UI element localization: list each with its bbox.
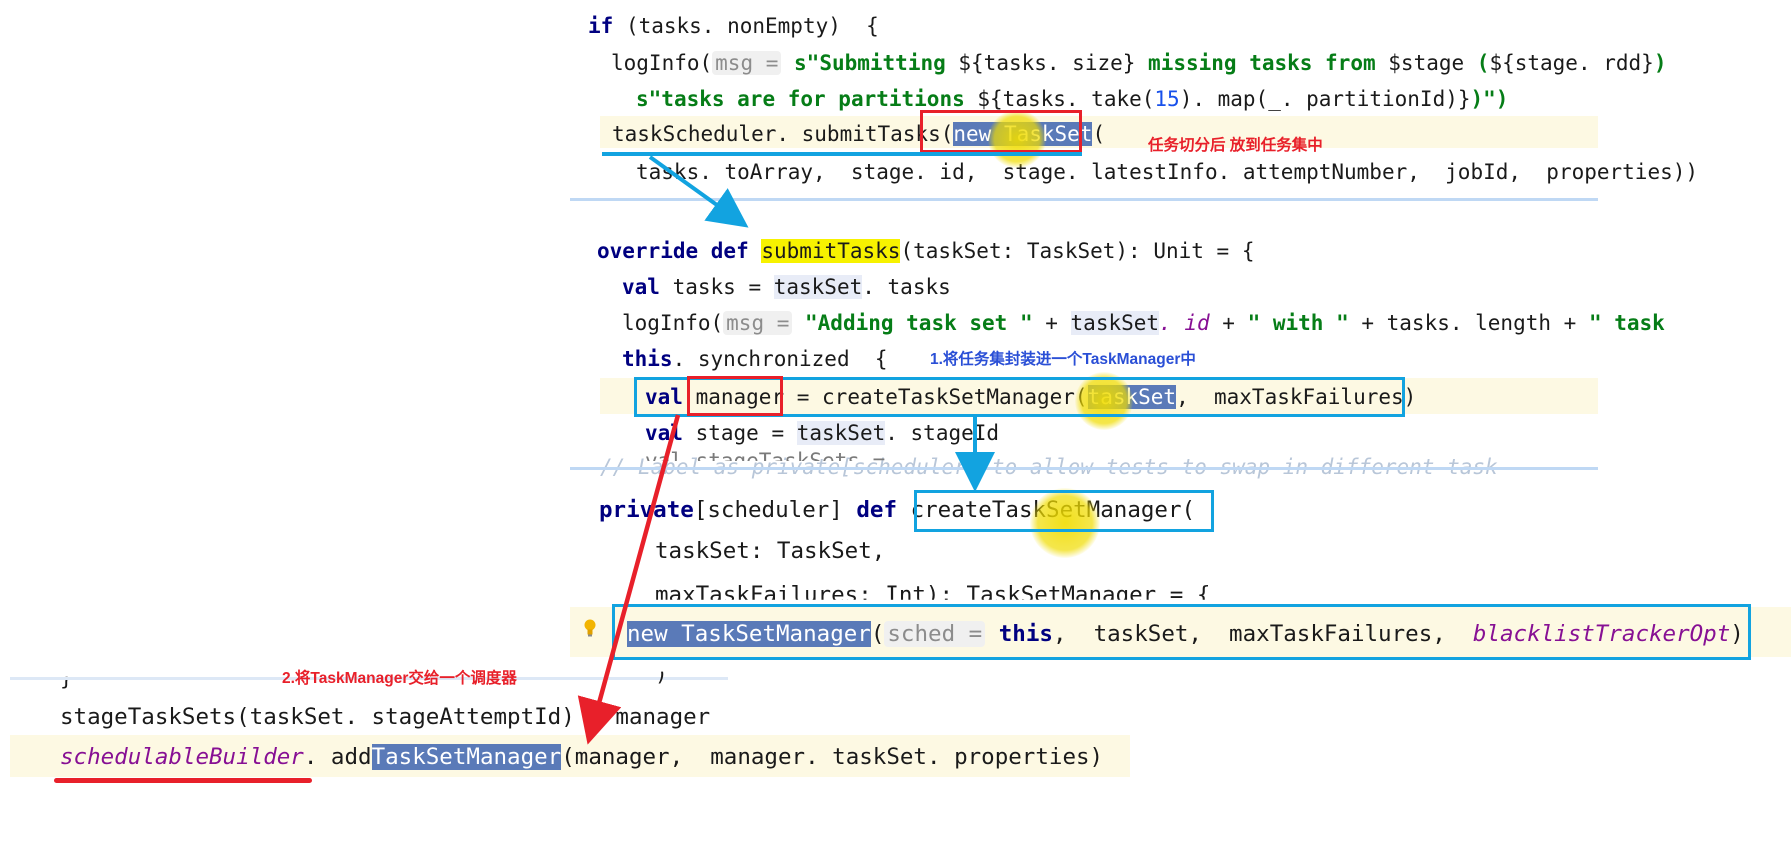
code-line-task-args: tasks. toArray, stage. id, stage. latest… — [636, 160, 1699, 184]
snippet-separator — [10, 677, 728, 680]
annotation-box-new-taskset — [920, 110, 1082, 153]
cursor-highlight — [988, 110, 1046, 168]
code-line-if: if (tasks. nonEmpty) { — [588, 14, 879, 38]
annotation-box-new-tasksetmanager — [612, 604, 1751, 660]
code-line-add-tasksetmanager: schedulableBuilder. addTaskSetManager(ma… — [60, 744, 1104, 770]
code-line-closing-paren: ) — [655, 662, 668, 686]
annotation-box-createtasksetmanager — [914, 490, 1214, 532]
annotation-note-taskset: 任务切分后 放到任务集中 — [1148, 137, 1323, 154]
cursor-highlight — [1030, 488, 1100, 558]
code-line-param-maxfailures: maxTaskFailures: Int): TaskSetManager = … — [655, 582, 1211, 608]
manager-var: manager — [695, 385, 785, 409]
annotation-box-val-manager — [634, 377, 1405, 417]
highlighted-submittasks: submitTasks — [761, 239, 901, 263]
current-line-highlight — [600, 116, 1598, 148]
param-hint: sched = — [884, 621, 986, 647]
code-line-closing-brace: } — [60, 677, 73, 690]
code-line-param-taskset: taskSet: TaskSet, — [655, 538, 886, 564]
annotation-box-manager — [687, 376, 783, 416]
annotation-note-step1: 1.将任务集封装进一个TaskManager中 — [930, 351, 1196, 368]
param-hint: msg = — [723, 311, 793, 335]
param-hint: msg = — [712, 51, 782, 75]
schedulablebuilder-ref: schedulableBuilder — [60, 744, 304, 770]
code-line-new-tasksetmanager: new TaskSetManager(sched = this, taskSet… — [627, 621, 1744, 647]
lightbulb-icon[interactable] — [583, 619, 597, 637]
code-line-val-stage: val stage = taskSet. stageId — [645, 421, 1000, 445]
code-line-override-submit: override def submitTasks(taskSet: TaskSe… — [597, 239, 1255, 263]
code-line-synchronized: this. synchronized { — [622, 347, 888, 371]
snippet-separator — [570, 198, 1598, 201]
red-underline-schedulablebuilder — [54, 778, 312, 783]
selected-tasksetmanager: TaskSetManager — [371, 744, 562, 770]
code-line-stagetasksets: stageTaskSets(taskSet. stageAttemptId) =… — [60, 704, 711, 730]
code-line-partitions: s"tasks are for partitions ${tasks. take… — [636, 87, 1509, 111]
code-line-loginfo: logInfo(msg = s"Submitting ${tasks. size… — [611, 51, 1667, 75]
current-line-highlight — [10, 735, 1130, 777]
code-line-val-tasks: val tasks = taskSet. tasks — [622, 275, 951, 299]
annotation-note-step2: 2.将TaskManager交给一个调度器 — [282, 670, 517, 687]
code-line-loginfo-adding: logInfo(msg = "Adding task set " + taskS… — [622, 311, 1665, 335]
snippet-separator — [570, 467, 1598, 470]
cursor-highlight — [1075, 372, 1133, 430]
